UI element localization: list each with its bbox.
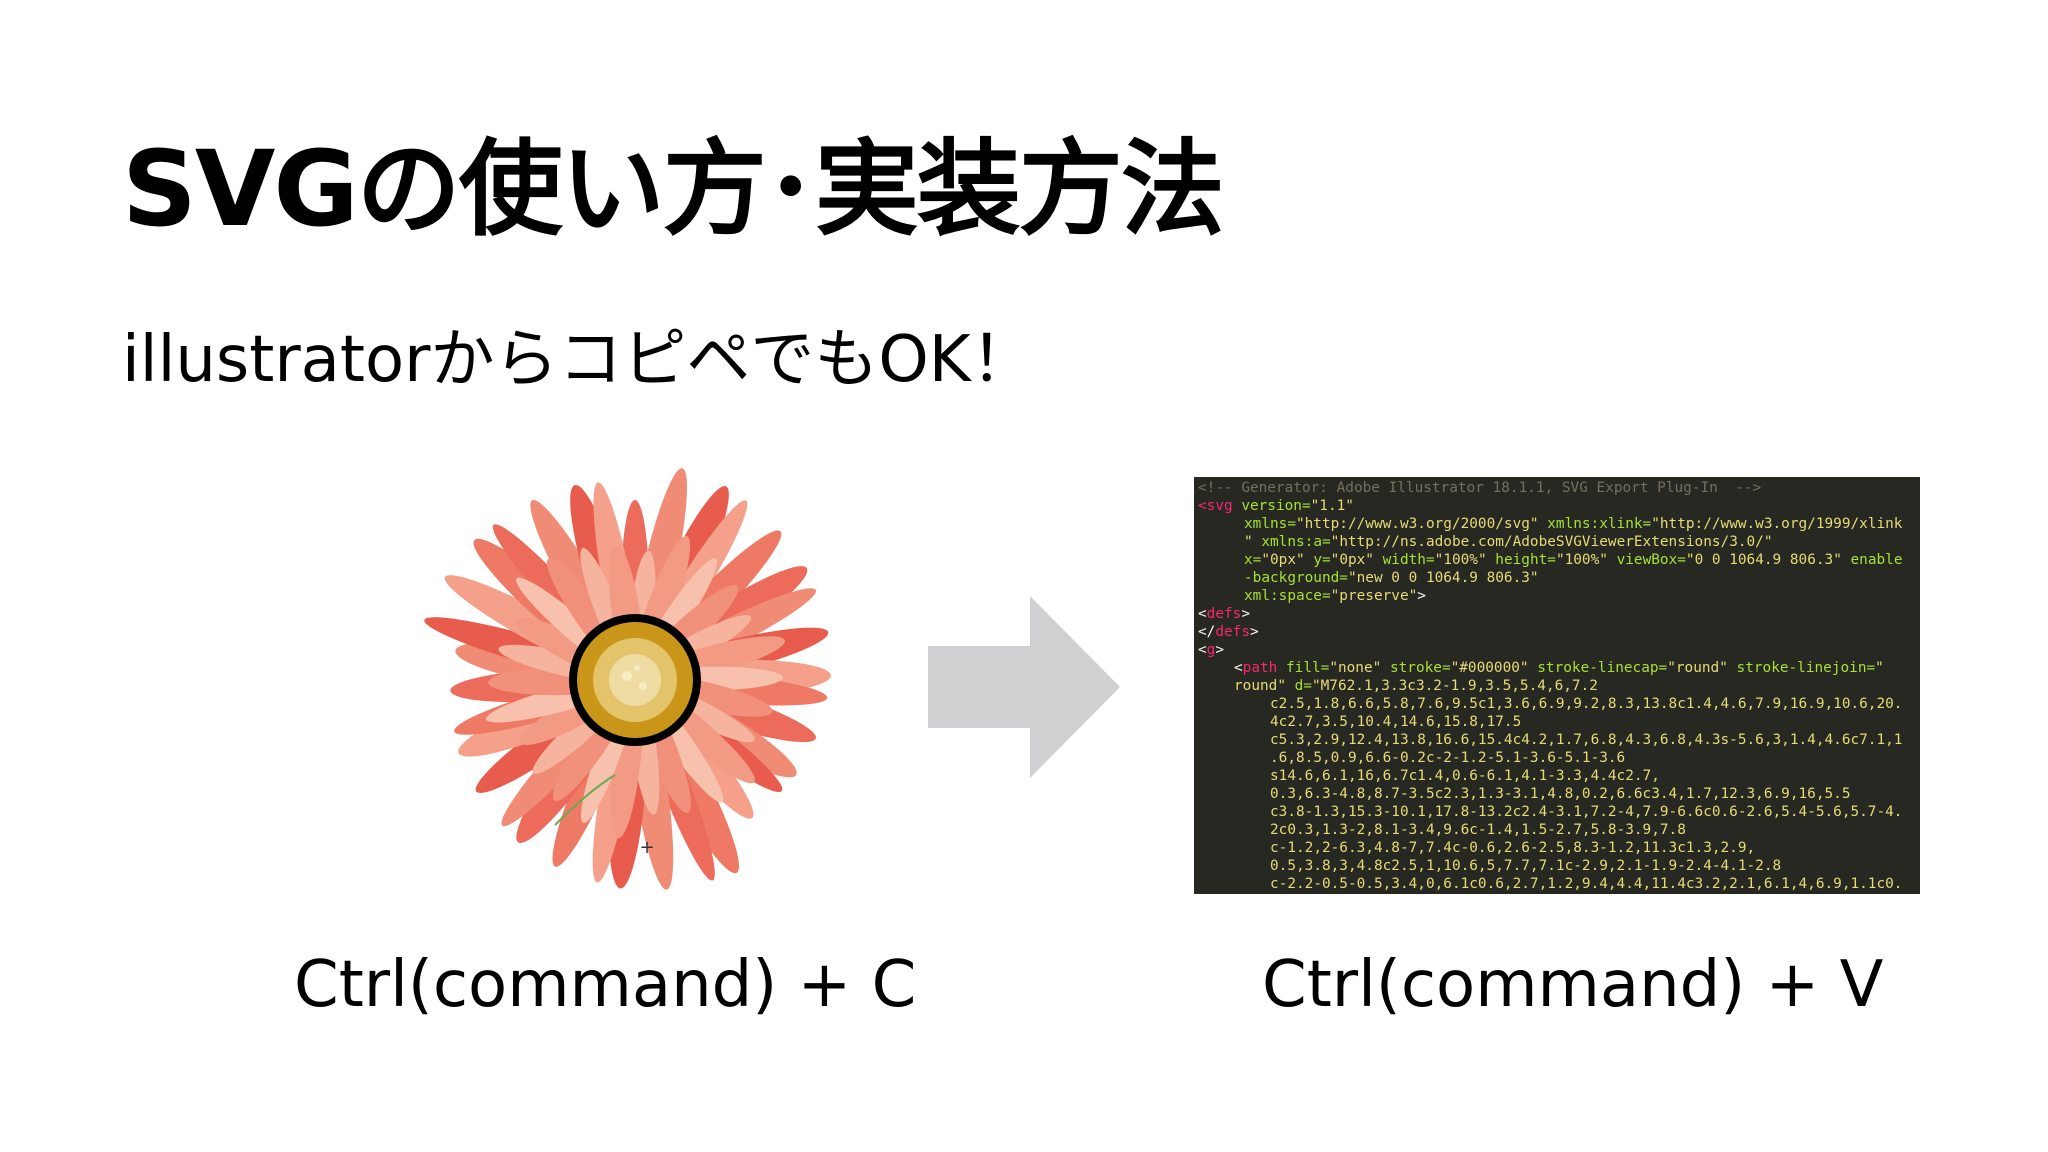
code-token: > (1215, 642, 1225, 658)
code-line-path-d: round" d="M762.1,3.3c3.2-1.9,3.5,5.4,6,7… (1194, 677, 1920, 695)
code-token: < (1198, 642, 1207, 658)
code-token: path (1242, 660, 1278, 676)
code-token: -background= (1244, 570, 1348, 586)
code-token: < (1234, 660, 1243, 676)
code-line-path-data: c-1.2,2-6.3,4.8-7,7.4c-0.6,2.6-2.5,8.3-1… (1270, 840, 1756, 856)
code-token: d= (1285, 678, 1312, 694)
flower-center-dot (639, 682, 647, 690)
code-line-path-data: s14.6,6.1,16,6.7c1.4,0.6-6.1,4.1-3.3,4.4… (1270, 768, 1660, 784)
code-line-xmlns: xmlns="http://www.w3.org/2000/svg" xmlns… (1194, 515, 1920, 533)
code-line-path-data: 2c0.3,1.3-2,8.1-3.4,9.6c-1.4,1.5-2.7,5.8… (1270, 822, 1686, 838)
flower-center-dot (634, 665, 640, 671)
code-token: "1.1" (1310, 498, 1354, 514)
code-line-generator-comment: <!-- Generator: Adobe Illustrator 18.1.1… (1198, 480, 1762, 496)
code-token: viewBox= (1607, 552, 1686, 568)
code-token: "http://www.w3.org/1999/xlink (1651, 516, 1903, 532)
code-token: > (1249, 624, 1259, 640)
code-token: xmlns= (1244, 516, 1296, 532)
code-line-path-data: c2.5,1.8,6.6,5.8,7.6,9.5c1,3.6,6.9,9.2,8… (1270, 696, 1903, 712)
code-token: "http://www.w3.org/2000/svg" (1295, 516, 1539, 532)
code-line-dimensions: x="0px" y="0px" width="100%" height="100… (1194, 551, 1920, 569)
code-token: "100%" (1555, 552, 1608, 568)
code-token: "#000000" (1450, 660, 1529, 676)
code-token: "0px" (1261, 552, 1305, 568)
code-token: <svg (1198, 498, 1233, 514)
code-token: defs (1215, 624, 1250, 640)
code-line-defs-open: <defs> (1194, 605, 1920, 623)
flower-stem-line (554, 774, 616, 826)
code-token: stroke-linejoin= (1727, 660, 1876, 676)
svg-code-panel: <!-- Generator: Adobe Illustrator 18.1.1… (1194, 477, 1920, 894)
paste-shortcut-caption: Ctrl(command) + V (1262, 948, 1884, 1022)
code-token: x= (1244, 552, 1262, 568)
code-line-defs-close: </defs> (1194, 623, 1920, 641)
code-token: < (1198, 606, 1207, 622)
code-token: "none" (1329, 660, 1382, 676)
code-token: round" (1234, 678, 1286, 694)
code-line-path-data: c3.8-1.3,15.3-10.1,17.8-13.2c2.4-3.1,7.2… (1270, 804, 1903, 820)
code-token: "0 0 1064.9 806.3" (1685, 552, 1842, 568)
code-token: xmlns:xlink= (1538, 516, 1652, 532)
code-token: "round" (1667, 660, 1728, 676)
code-token: height= (1486, 552, 1556, 568)
code-token: version= (1232, 498, 1311, 514)
code-line-svg-open: <svg version="1.1" (1194, 497, 1920, 515)
code-line-xmlns-a: " xmlns:a="http://ns.adobe.com/AdobeSVGV… (1194, 533, 1920, 551)
code-token: stroke-linecap= (1528, 660, 1668, 676)
slide-subtitle: illustratorからコピペでもOK！ (122, 323, 1035, 397)
code-token: width= (1373, 552, 1435, 568)
code-token: </ (1198, 624, 1216, 640)
code-token: "http://ns.adobe.com/AdobeSVGViewerExten… (1330, 534, 1773, 550)
code-line-path-data: 0.3,6.3-4.8,8.7-3.5c2.3,1.3-3.1,4.8,0.2,… (1270, 786, 1851, 802)
code-token: defs (1206, 606, 1242, 622)
code-line-xml-space: xml:space="preserve"> (1194, 587, 1920, 605)
flower-center-dot (622, 671, 632, 681)
code-token: "100%" (1434, 552, 1487, 568)
code-line-path-data: c5.3,2.9,12.4,13.8,16.6,15.4c4.2,1.7,6.8… (1270, 732, 1903, 748)
code-token: xmlns:a= (1252, 534, 1331, 550)
code-token: xml:space= (1244, 588, 1331, 604)
code-token: enable (1841, 552, 1903, 568)
flower-center-inner (609, 654, 661, 706)
code-token: > (1241, 606, 1250, 622)
code-line-g-open: <g> (1194, 641, 1920, 659)
code-token: "new 0 0 1064.9 806.3" (1347, 570, 1539, 586)
code-line-path-open: <path fill="none" stroke="#000000" strok… (1194, 659, 1920, 677)
code-token: y= (1304, 552, 1331, 568)
code-token: " (1875, 660, 1884, 676)
code-token: "M762.1,3.3c3.2-1.9,3.5,5.4,6,7.2 (1311, 678, 1598, 694)
right-arrow-icon (928, 596, 1120, 778)
code-token: " (1244, 534, 1253, 550)
copy-shortcut-caption: Ctrl(command) + C (294, 948, 917, 1022)
code-token: "0px" (1330, 552, 1374, 568)
code-line-path-data: c-2.2-0.5-0.5,3.4,0,6.1c0.6,2.7,1.2,9.4,… (1270, 876, 1903, 892)
slide-title: SVGの使い方･実装方法 (122, 128, 1225, 250)
code-token: fill= (1277, 660, 1330, 676)
code-token: > (1417, 588, 1426, 604)
code-line-path-data: .6,8.5,0.9,6.6-0.2c-2-1.2-5.1-3.6-5.1-3.… (1270, 750, 1626, 766)
code-token: g (1206, 642, 1216, 658)
code-line-path-data: 4c2.7,3.5,10.4,14.6,15.8,17.5 (1270, 714, 1522, 730)
code-token: stroke= (1381, 660, 1451, 676)
code-token: "preserve" (1330, 588, 1418, 604)
code-line-path-data: 0.5,3.8,3,4.8c2.5,1,10.6,5,7.7,7.1c-2.9,… (1270, 858, 1782, 874)
code-line-background: -background="new 0 0 1064.9 806.3" (1194, 569, 1920, 587)
flower-illustration: + (424, 468, 831, 890)
cursor-mark: + (639, 837, 654, 858)
